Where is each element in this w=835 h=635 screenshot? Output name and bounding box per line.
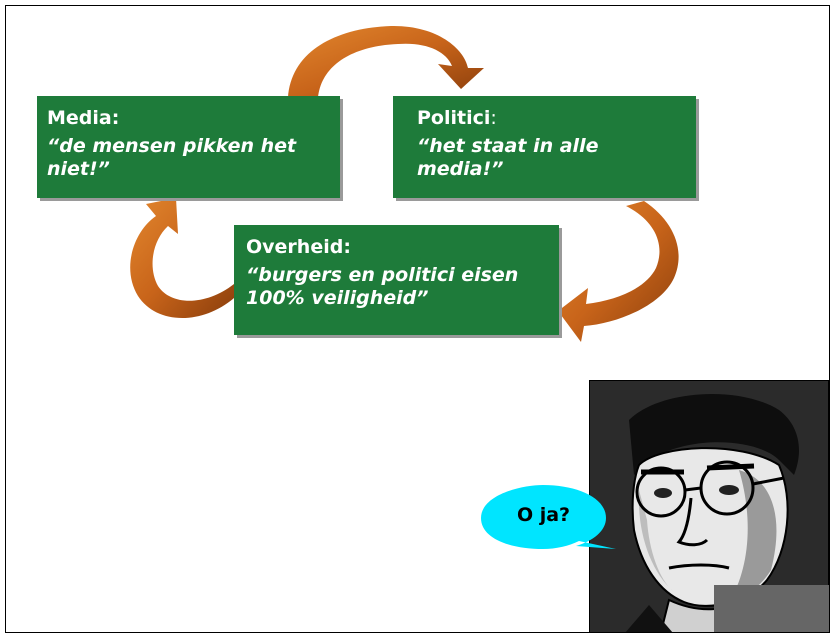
politici-title: Politici: [417, 107, 491, 129]
arrow-politici-to-overheid: [558, 201, 679, 342]
overheid-box: Overheid: “burgers en politici eisen 100…: [234, 225, 559, 335]
politici-box: Politici: “het staat in alle media!”: [393, 96, 696, 198]
media-title: Media:: [47, 107, 120, 129]
politici-colon: :: [490, 107, 497, 129]
overheid-title: Overheid:: [246, 236, 351, 258]
politici-quote: “het staat in alle media!”: [417, 135, 599, 180]
speech-bubble: [481, 485, 616, 549]
media-quote: “de mensen pikken het niet!”: [47, 135, 297, 180]
slide: Media: “de mensen pikken het niet!” Poli…: [5, 5, 830, 633]
bubble-text: O ja?: [516, 504, 571, 526]
arrow-overheid-to-media: [130, 198, 234, 319]
media-box: Media: “de mensen pikken het niet!”: [37, 96, 340, 198]
politici-heading: Politici:: [417, 106, 684, 130]
overheid-quote: “burgers en politici eisen 100% veilighe…: [246, 264, 519, 309]
man-portrait-illustration: [589, 380, 829, 632]
cycle-arrows: [130, 25, 679, 342]
arrow-media-to-politici: [288, 25, 484, 98]
